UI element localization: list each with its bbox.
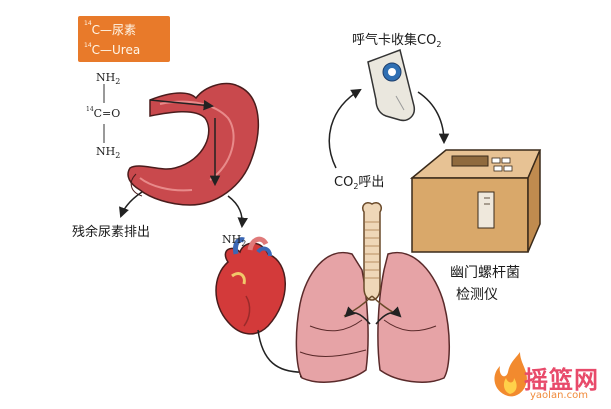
molecule-nh2-bottom: NH2 bbox=[96, 145, 121, 160]
molecule-carbonyl: 14C=O bbox=[86, 106, 121, 120]
detector-illustration bbox=[409, 149, 542, 253]
lungs-illustration bbox=[295, 251, 451, 383]
detector-label-line2: 检测仪 bbox=[456, 287, 498, 303]
breath-card-illustration bbox=[367, 49, 416, 122]
stomach-illustration bbox=[127, 82, 260, 206]
detector-label-line1: 幽门螺杆菌 bbox=[450, 265, 520, 281]
nh2-label: NH2 bbox=[222, 233, 247, 248]
residual-urea-label: 残余尿素排出 bbox=[72, 225, 151, 240]
arrow-exhale-to-card bbox=[328, 88, 362, 169]
breath-card-label: 呼气卡收集CO2 bbox=[352, 33, 442, 49]
tracer-label-chinese: 14C—尿素 bbox=[84, 20, 137, 37]
tracer-label-english: 14C—Urea bbox=[84, 42, 141, 57]
heart-illustration bbox=[215, 236, 286, 335]
arrow-nh2 bbox=[227, 195, 248, 229]
molecule-nh2-top: NH2 bbox=[96, 71, 121, 86]
arrow-lung-left bbox=[344, 306, 371, 325]
tracer-label-box: 14C—尿素 14C—Urea bbox=[78, 16, 170, 62]
arrow-residual-out bbox=[119, 191, 143, 218]
arrow-lung-right bbox=[375, 306, 402, 325]
co2-exhale-label: CO2呼出 bbox=[334, 175, 385, 191]
watermark-brand: 摇篮网 bbox=[524, 366, 599, 394]
arrow-urea-in bbox=[149, 99, 215, 111]
flame-logo-icon bbox=[494, 352, 527, 397]
arrow-card-to-detector bbox=[417, 91, 450, 145]
watermark-url: yaolan.com bbox=[530, 390, 588, 401]
